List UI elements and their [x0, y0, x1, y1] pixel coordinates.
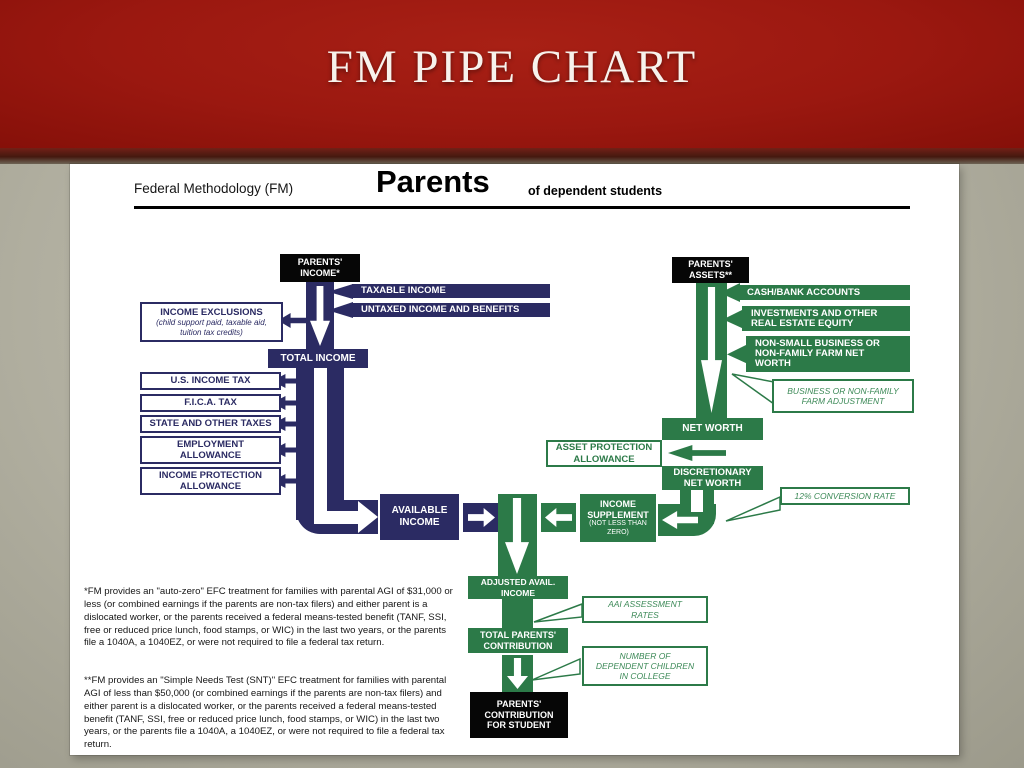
pipe-flow-line [691, 490, 703, 512]
pipe-flow-line [314, 368, 327, 516]
footnote-auto-zero: *FM provides an "auto-zero" EFC treatmen… [84, 586, 453, 649]
income-exclusions-box: INCOME EXCLUSIONS (child support paid, t… [140, 302, 283, 342]
audience-subtitle: of dependent students [528, 184, 663, 198]
income-supplement-title: INCOME SUPPLEMENT [587, 499, 649, 520]
business-adjustment-callout: BUSINESS OR NON-FAMILY FARM ADJUSTMENT [772, 379, 914, 413]
callout-tail-icon [731, 373, 775, 406]
conversion-rate-callout: 12% CONVERSION RATE [780, 487, 910, 505]
arrow-into-pipe-icon [727, 344, 748, 364]
asset-protection-allowance-box: ASSET PROTECTION ALLOWANCE [546, 440, 662, 467]
untaxed-income-bar: UNTAXED INCOME AND BENEFITS [352, 303, 550, 317]
parents-contribution-for-student-box: PARENTS' CONTRIBUTION FOR STUDENT [470, 692, 568, 738]
income-supplement-note: (NOT LESS THAN ZERO) [589, 520, 647, 536]
income-exclusions-title: INCOME EXCLUSIONS [160, 306, 263, 318]
net-worth-box: NET WORTH [662, 418, 763, 440]
cash-bank-bar: CASH/BANK ACCOUNTS [738, 285, 910, 300]
income-exclusions-detail: (child support paid, taxable aid, tuitio… [156, 318, 267, 337]
diagram-panel: Federal Methodology (FM) Parents of depe… [70, 164, 959, 755]
header-rule [134, 206, 910, 209]
parents-income-box: PARENTS' INCOME* [280, 254, 360, 282]
callout-tail-icon [533, 602, 583, 623]
callout-tail-icon [531, 657, 581, 681]
slide-title: FM PIPE CHART [326, 41, 698, 93]
callout-tail-icon [725, 495, 781, 522]
state-other-taxes-box: STATE AND OTHER TAXES [140, 415, 281, 433]
pipe-segment [502, 599, 533, 628]
parents-assets-box: PARENTS' ASSETS** [672, 257, 749, 283]
total-income-box: TOTAL INCOME [268, 349, 368, 368]
adjusted-available-income-box: ADJUSTED AVAIL. INCOME [468, 576, 568, 599]
arrow-out-left-icon [668, 445, 726, 461]
audience-title: Parents [376, 164, 490, 199]
pipe-flow-line [314, 511, 362, 524]
available-income-box: AVAILABLE INCOME [380, 494, 459, 540]
income-supplement-box: INCOME SUPPLEMENT (NOT LESS THAN ZERO) [580, 494, 656, 542]
employment-allowance-box: EMPLOYMENT ALLOWANCE [140, 436, 281, 464]
income-protection-allowance-box: INCOME PROTECTION ALLOWANCE [140, 467, 281, 495]
discretionary-net-worth-box: DISCRETIONARY NET WORTH [662, 466, 763, 490]
footnote-simple-needs: **FM provides an "Simple Needs Test (SNT… [84, 675, 447, 751]
investments-bar: INVESTMENTS AND OTHER REAL ESTATE EQUITY [742, 306, 910, 331]
slide-header-band [0, 0, 1024, 148]
non-small-business-bar: NON-SMALL BUSINESS OR NON-FAMILY FARM NE… [746, 336, 910, 372]
total-parents-contribution-box: TOTAL PARENTS' CONTRIBUTION [468, 628, 568, 653]
dependent-children-callout: NUMBER OF DEPENDENT CHILDREN IN COLLEGE [582, 646, 708, 686]
header-divider-band [0, 148, 1024, 164]
methodology-label: Federal Methodology (FM) [134, 181, 294, 196]
fica-tax-box: F.I.C.A. TAX [140, 394, 281, 412]
aai-assessment-rates-callout: AAI ASSESSMENT RATES [582, 596, 708, 623]
us-income-tax-box: U.S. INCOME TAX [140, 372, 281, 390]
taxable-income-bar: TAXABLE INCOME [352, 284, 550, 298]
